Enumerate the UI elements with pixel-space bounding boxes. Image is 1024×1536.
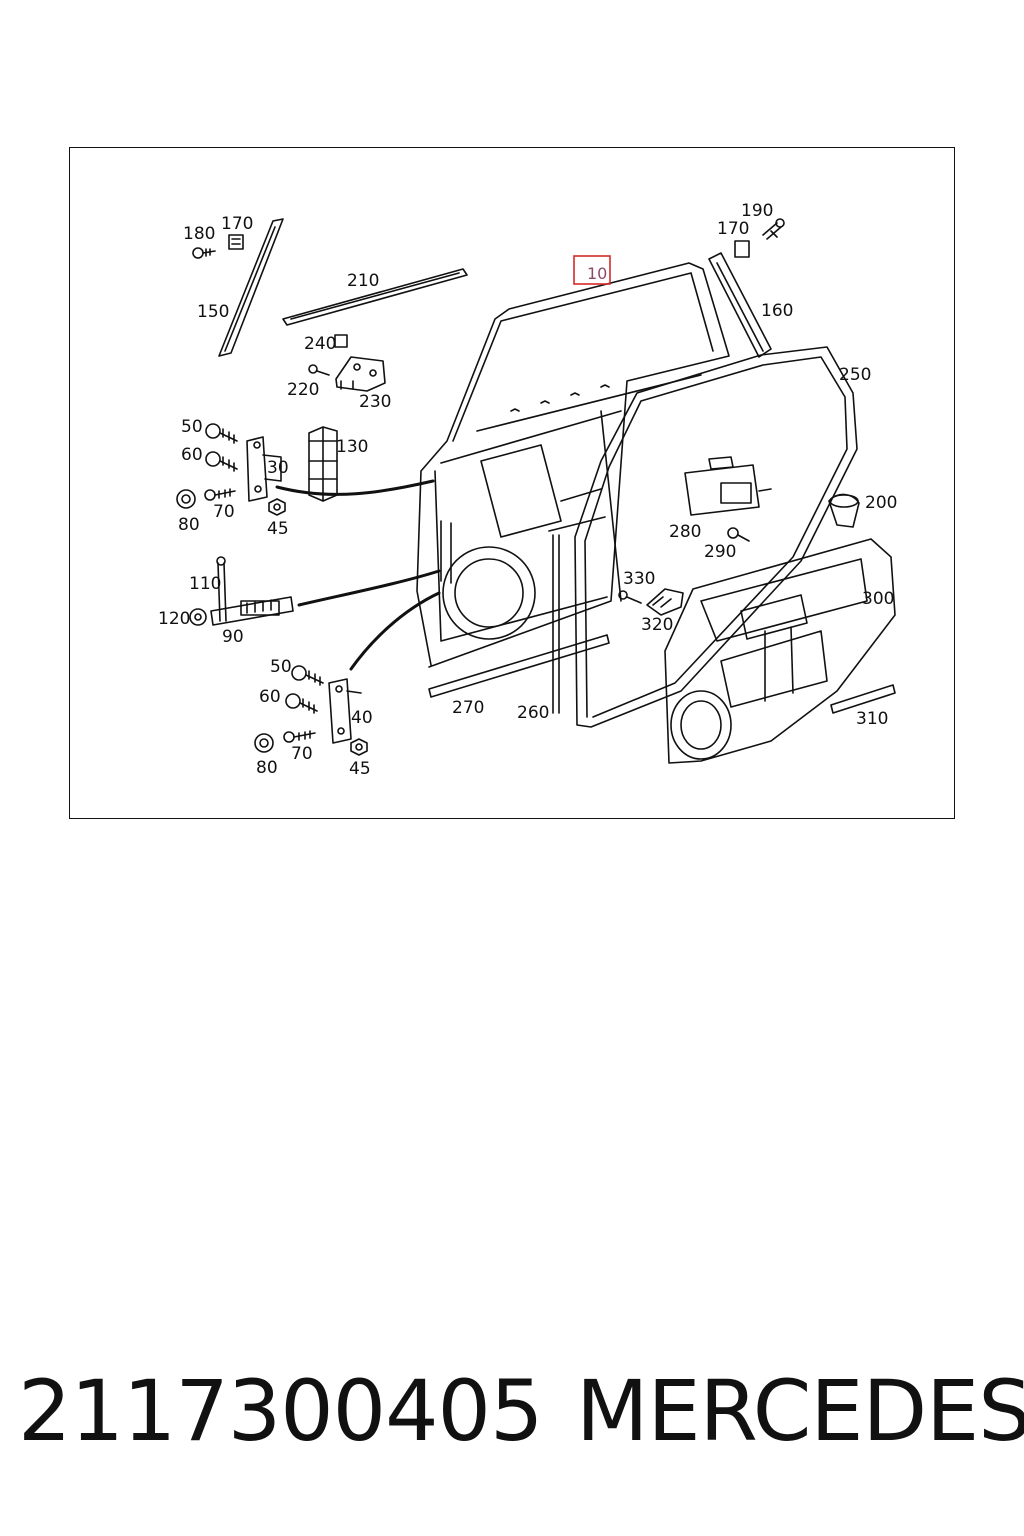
rear-frame-trim-part — [708, 218, 785, 358]
callout-280: 280 — [669, 522, 701, 542]
product-caption: 2117300405 MERCEDES — [18, 1362, 1024, 1472]
belt-moulding-part — [282, 268, 468, 326]
callout-300: 300 — [862, 589, 894, 609]
assembly-arrows — [275, 479, 441, 671]
callout-60-lower: 60 — [259, 687, 281, 707]
callout-190: 190 — [741, 201, 773, 221]
callout-240: 240 — [304, 334, 336, 354]
callout-180: 180 — [183, 224, 215, 244]
clip-part-left — [228, 234, 244, 250]
callout-50-upper: 50 — [181, 417, 203, 437]
highlight-box — [573, 255, 611, 285]
callout-70-lower: 70 — [291, 744, 313, 764]
upper-hinge-hardware — [176, 423, 286, 516]
callout-70-upper: 70 — [213, 502, 235, 522]
callout-210: 210 — [347, 271, 379, 291]
callout-80-lower: 80 — [256, 758, 278, 778]
door-parts-diagram: 10 30 40 45 45 50 50 60 60 70 70 80 80 9… — [158, 201, 897, 779]
callout-250: 250 — [839, 365, 871, 385]
screw-part-180 — [192, 247, 216, 259]
callout-290: 290 — [704, 542, 736, 562]
callout-30: 30 — [267, 458, 289, 478]
callout-130: 130 — [336, 437, 368, 457]
callout-60-upper: 60 — [181, 445, 203, 465]
callout-260: 260 — [517, 703, 549, 723]
b-pillar-trim-part — [218, 218, 284, 357]
stop-block-part — [308, 426, 338, 502]
bracket-part-230 — [334, 334, 386, 392]
callout-45-upper: 45 — [267, 519, 289, 539]
rod-part-310 — [830, 684, 896, 714]
parts-diagram-frame: 10 30 40 45 45 50 50 60 60 70 70 80 80 9… — [69, 147, 955, 819]
door-shell-part — [416, 262, 730, 668]
latch-part-320 — [618, 588, 684, 616]
callout-80-upper: 80 — [178, 515, 200, 535]
callout-150: 150 — [197, 302, 229, 322]
callout-320: 320 — [641, 615, 673, 635]
clip-part-290 — [727, 527, 750, 542]
callout-330: 330 — [623, 569, 655, 589]
door-check-strap — [189, 556, 294, 626]
part-number: 2117300405 — [18, 1362, 543, 1460]
control-module-part — [684, 456, 772, 516]
brand-name: MERCEDES — [576, 1362, 1024, 1460]
callout-200: 200 — [865, 493, 897, 513]
pin-part-220 — [308, 364, 330, 376]
callout-10: 10 — [587, 264, 607, 283]
door-seal-part — [574, 346, 858, 728]
callout-50-lower: 50 — [270, 657, 292, 677]
callout-170-right: 170 — [717, 219, 749, 239]
callout-170-left: 170 — [221, 214, 253, 234]
callout-270: 270 — [452, 698, 484, 718]
callout-110: 110 — [189, 574, 221, 594]
callout-90: 90 — [222, 627, 244, 647]
callout-40: 40 — [351, 708, 373, 728]
inner-seal-strip-260 — [552, 534, 560, 714]
callout-310: 310 — [856, 709, 888, 729]
callout-45-lower: 45 — [349, 759, 371, 779]
callout-220: 220 — [287, 380, 319, 400]
sill-strip-270 — [428, 634, 610, 698]
door-trim-panel-part — [664, 538, 896, 764]
callout-120: 120 — [158, 609, 190, 629]
cap-part-200 — [828, 493, 860, 528]
callout-160: 160 — [761, 301, 793, 321]
callout-230: 230 — [359, 392, 391, 412]
lower-hinge-hardware — [254, 665, 368, 756]
